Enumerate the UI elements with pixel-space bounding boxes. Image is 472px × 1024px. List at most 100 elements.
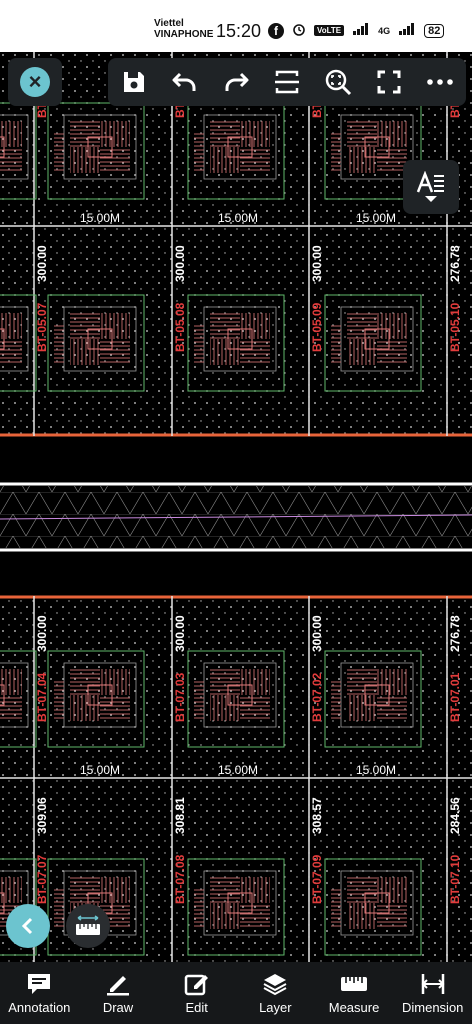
signal-icon-2 <box>398 23 416 38</box>
undo-button[interactable] <box>165 62 205 102</box>
lot-length-label: 308.81 <box>173 797 187 834</box>
dimension-label: 15.00M <box>218 763 258 777</box>
house-plan <box>0 102 37 200</box>
house-plan <box>47 650 145 748</box>
redo-icon <box>225 72 249 91</box>
lot-label: BT-07.01 <box>448 672 462 722</box>
dimension-icon <box>421 973 445 994</box>
dimension-label: 15.00M <box>356 211 396 225</box>
nav-measure[interactable]: Measure <box>315 962 394 1024</box>
status-clock: 15:20 <box>216 21 262 41</box>
ruler-button[interactable] <box>66 904 110 948</box>
chevron-left-icon <box>21 917 33 935</box>
zoom-extents-button[interactable] <box>318 62 358 102</box>
more-button[interactable] <box>420 62 460 102</box>
close-button[interactable]: × <box>8 58 62 106</box>
edit-icon <box>184 974 208 995</box>
lot-label: BT-05.08 <box>173 302 187 352</box>
close-icon: × <box>20 67 50 97</box>
signal-icon <box>352 23 370 38</box>
lot-label: BT-07.09 <box>310 854 324 904</box>
house-plan <box>187 650 285 748</box>
dimension-label: 15.00M <box>356 763 396 777</box>
pencil-icon <box>107 975 129 995</box>
window-select-button[interactable] <box>267 62 307 102</box>
undo-icon <box>172 72 196 91</box>
ruler-icon <box>76 915 100 935</box>
lot-length-label: 300.00 <box>173 245 187 282</box>
nav-annotation[interactable]: Annotation <box>0 962 79 1024</box>
dimension-label: 15.00M <box>80 763 120 777</box>
nav-draw-label: Draw <box>102 999 134 1015</box>
carrier-info: Viettel VINAPHONE <box>154 18 213 40</box>
cad-drawing[interactable]: BT-05.04300.00BT-05.07BT-05.03300.00BT-0… <box>0 52 472 962</box>
lot-length-label: 300.00 <box>173 615 187 652</box>
dimension-label: 15.00M <box>218 211 258 225</box>
lot-label: BT-05.09 <box>310 302 324 352</box>
lot-label: BT-07.02 <box>310 672 324 722</box>
nav-annotation-label: Annotation <box>8 999 71 1015</box>
house-plan <box>47 102 145 200</box>
save-button[interactable] <box>114 62 154 102</box>
lot-label: BT-07.08 <box>173 854 187 904</box>
road-centerline <box>0 514 472 520</box>
house-plan <box>324 858 422 956</box>
lot-length-label: 276.78 <box>448 615 462 652</box>
more-icon <box>427 79 454 85</box>
fullscreen-button[interactable] <box>369 62 409 102</box>
nav-dimension-label: Dimension <box>401 999 464 1015</box>
nav-edit-label: Edit <box>185 999 208 1015</box>
lot-length-label: 276.78 <box>448 245 462 282</box>
bottom-nav: Annotation Draw Edit Layer Measure Dimen… <box>0 962 472 1024</box>
alarm-icon <box>292 22 306 39</box>
text-style-button[interactable] <box>403 160 459 214</box>
house-plan <box>0 650 37 748</box>
house-plan <box>187 858 285 956</box>
nav-edit[interactable]: Edit <box>157 962 236 1024</box>
carrier-line2: VINAPHONE <box>154 29 214 40</box>
house-plan <box>324 102 422 200</box>
chevron-down-icon <box>425 196 437 202</box>
zoom-icon <box>325 69 352 96</box>
house-plan <box>47 294 145 392</box>
save-icon <box>123 72 144 92</box>
block-bt05 <box>0 52 472 437</box>
lot-length-label: 309.06 <box>35 797 49 834</box>
measure-icon <box>341 976 368 991</box>
redo-button[interactable] <box>216 62 256 102</box>
status-bar: Viettel VINAPHONE 15:20 f VoLTE 4G 82 <box>0 0 472 52</box>
status-icons: f VoLTE 4G 82 <box>268 22 445 39</box>
nav-layer[interactable]: Layer <box>236 962 315 1024</box>
nav-dimension[interactable]: Dimension <box>393 962 472 1024</box>
carrier-line1: Viettel <box>154 18 184 29</box>
lot-label: BT-07.07 <box>35 854 49 904</box>
layers-icon <box>263 973 287 995</box>
lot-label: BT-05.07 <box>35 302 49 352</box>
house-plan <box>187 102 285 200</box>
house-plan <box>187 294 285 392</box>
nav-measure-label: Measure <box>328 999 380 1015</box>
lot-length-label: 300.00 <box>310 615 324 652</box>
network-type: 4G <box>378 25 391 36</box>
lot-label: BT-07.03 <box>173 672 187 722</box>
top-toolbar <box>108 58 466 106</box>
house-plan <box>324 650 422 748</box>
fullscreen-icon <box>377 70 401 94</box>
battery-level: 82 <box>424 23 445 38</box>
lot-length-label: 300.00 <box>310 245 324 282</box>
lot-length-label: 308.57 <box>310 797 324 834</box>
lot-length-label: 284.56 <box>448 797 462 834</box>
text-style-icon <box>416 171 444 193</box>
nav-draw[interactable]: Draw <box>79 962 158 1024</box>
back-button[interactable] <box>6 904 50 948</box>
dimension-label: 15.00M <box>80 211 120 225</box>
lot-label: BT-07.04 <box>35 672 49 722</box>
house-plan <box>0 294 37 392</box>
facebook-icon: f <box>268 22 284 39</box>
volte-badge: VoLTE <box>314 25 345 36</box>
drawing-canvas[interactable]: BT-05.04300.00BT-05.07BT-05.03300.00BT-0… <box>0 52 472 962</box>
window-select-icon <box>274 70 299 94</box>
lot-length-label: 300.00 <box>35 615 49 652</box>
house-plan <box>324 294 422 392</box>
lot-label: BT-05.10 <box>448 302 462 352</box>
